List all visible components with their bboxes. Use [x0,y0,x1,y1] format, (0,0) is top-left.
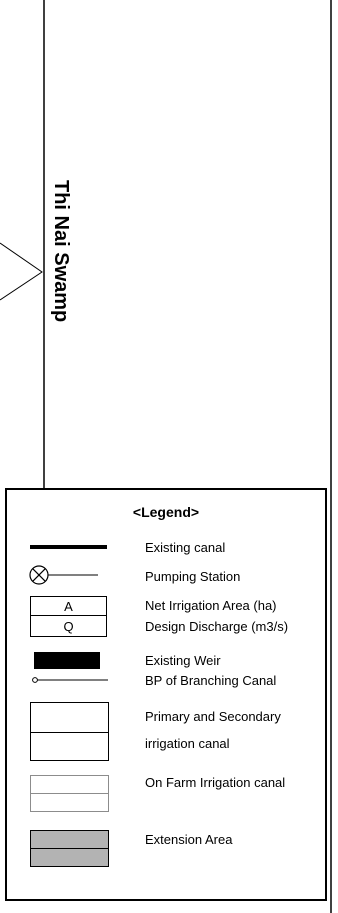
legend-label-existing-canal: Existing canal [145,540,226,555]
area-discharge-box: A Q [30,596,107,637]
legend-title: <Legend> [132,504,200,520]
legend-panel: <Legend> Existing canal Pumping Station … [5,488,327,901]
area-box-letter: A [64,599,73,614]
legend-label-irrigation-canal: irrigation canal [145,736,230,751]
legend-label-primary-secondary: Primary and Secondary [145,709,281,724]
pumping-station-icon [29,565,98,585]
primary-secondary-canal-symbol [30,702,109,761]
swamp-label: Thi Nai Swamp [50,180,72,323]
on-farm-canal-symbol [30,775,109,812]
legend-label-net-irrigation-area: Net Irrigation Area (ha) [145,598,277,613]
legend-label-existing-weir: Existing Weir [145,653,221,668]
legend-label-branch-point: BP of Branching Canal [145,673,277,688]
legend-label-on-farm-canal: On Farm Irrigation canal [145,775,286,790]
legend-label-pumping-station: Pumping Station [145,569,241,584]
discharge-box-letter: Q [63,619,74,634]
existing-weir-symbol [34,652,100,669]
extension-area-symbol [30,830,109,867]
existing-canal-symbol [30,545,107,549]
flow-arrow-head [0,242,43,301]
branch-point-icon [32,677,108,683]
legend-label-extension-area: Extension Area [145,832,233,847]
legend-label-design-discharge: Design Discharge (m3/s) [145,619,289,634]
